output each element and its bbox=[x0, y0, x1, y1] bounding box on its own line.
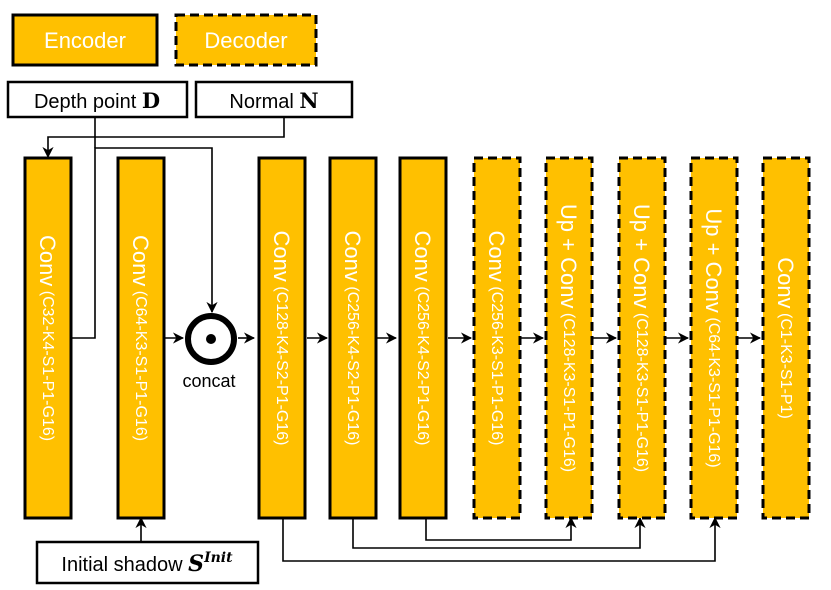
layer-label: Conv (C256-K3-S1-P1-G16) bbox=[485, 231, 510, 446]
legend-encoder-label: Encoder bbox=[44, 28, 126, 53]
layer-params: (C256-K3-S1-P1-G16) bbox=[489, 282, 506, 446]
decoder-block bbox=[761, 156, 811, 520]
encoder-block bbox=[398, 156, 448, 520]
layer-blocks: Conv (C32-K4-S1-P1-G16)Conv (C64-K3-S1-P… bbox=[23, 156, 811, 520]
layer-op: Conv bbox=[129, 235, 154, 286]
layer-params: (C256-K4-S2-P1-G16) bbox=[415, 282, 432, 446]
layer-block-6: Conv (C256-K3-S1-P1-G16) bbox=[472, 156, 522, 520]
layer-op: Up + Conv bbox=[702, 208, 727, 313]
layer-block-9: Up + Conv (C64-K3-S1-P1-G16) bbox=[689, 156, 739, 520]
depth-point-label: Depth point bbox=[34, 91, 142, 113]
legend-decoder-label: Decoder bbox=[204, 28, 287, 53]
layer-params: (C64-K3-S1-P1-G16) bbox=[133, 286, 150, 441]
layer-params: (C128-K3-S1-P1-G16) bbox=[634, 308, 651, 472]
normal-symbol: N bbox=[299, 88, 318, 113]
layer-block-1: Conv (C32-K4-S1-P1-G16) bbox=[23, 156, 73, 520]
encoder-block bbox=[116, 156, 166, 520]
skip-conv4-to-up1-arrow bbox=[425, 516, 577, 541]
legend: Encoder Decoder bbox=[11, 13, 318, 67]
encoder-block bbox=[257, 156, 307, 520]
depth-point-symbol: D bbox=[142, 88, 160, 113]
layer-block-5: Conv (C256-K4-S2-P1-G16) bbox=[398, 156, 448, 520]
layer-params: (C1-K3-S1-P1) bbox=[778, 309, 795, 419]
normal-to-concat-arrow bbox=[94, 117, 285, 148]
layer-params: (C64-K3-S1-P1-G16) bbox=[706, 313, 723, 468]
skip-conv2-to-up3-arrow bbox=[282, 516, 721, 562]
layer-label: Up + Conv (C64-K3-S1-P1-G16) bbox=[702, 208, 727, 467]
legend-decoder-swatch bbox=[174, 13, 318, 67]
layer-op: Conv bbox=[270, 231, 295, 282]
initial-shadow-symbol: S bbox=[188, 551, 204, 577]
input-normal: Normal N bbox=[194, 80, 354, 119]
layer-label: Up + Conv (C128-K3-S1-P1-G16) bbox=[557, 204, 582, 472]
skip-conv3-to-up2-arrow bbox=[352, 516, 646, 549]
layer-block-8: Up + Conv (C128-K3-S1-P1-G16) bbox=[617, 156, 667, 520]
layer-params: (C256-K4-S2-P1-G16) bbox=[345, 282, 362, 446]
layer-op: Conv bbox=[36, 235, 61, 286]
layer-label: Conv (C256-K4-S2-P1-G16) bbox=[341, 231, 366, 446]
decoder-block bbox=[544, 156, 594, 520]
svg-text:Depth point D: Depth point D bbox=[34, 88, 160, 113]
layer-block-4: Conv (C256-K4-S2-P1-G16) bbox=[328, 156, 378, 520]
conv1-to-concat-arrow bbox=[72, 147, 218, 339]
layer-op: Up + Conv bbox=[557, 204, 582, 309]
input-initial-shadow: Initial shadow SInit bbox=[35, 540, 260, 585]
svg-text:Normal N: Normal N bbox=[229, 88, 318, 113]
layer-label: Conv (C1-K3-S1-P1) bbox=[774, 257, 799, 419]
initial-shadow-superscript: Init bbox=[203, 550, 233, 566]
layer-params: (C128-K3-S1-P1-G16) bbox=[561, 308, 578, 472]
encoder-block bbox=[23, 156, 73, 520]
concat-node: concat bbox=[182, 313, 237, 391]
layer-op: Conv bbox=[774, 257, 799, 308]
layer-label: Conv (C256-K4-S2-P1-G16) bbox=[411, 231, 436, 446]
svg-text:Initial shadow SInit: Initial shadow SInit bbox=[61, 550, 233, 577]
layer-block-10: Conv (C1-K3-S1-P1) bbox=[761, 156, 811, 520]
layer-op: Conv bbox=[341, 231, 366, 282]
layer-block-2: Conv (C64-K3-S1-P1-G16) bbox=[116, 156, 166, 520]
initial-shadow-label: Initial shadow bbox=[61, 554, 188, 576]
layer-op: Up + Conv bbox=[630, 204, 655, 309]
layer-label: Conv (C32-K4-S1-P1-G16) bbox=[36, 235, 61, 441]
layer-op: Conv bbox=[411, 231, 436, 282]
input-depth-point: Depth point D bbox=[6, 80, 189, 119]
layer-params: (C128-K4-S2-P1-G16) bbox=[274, 282, 291, 446]
legend-encoder-swatch bbox=[11, 13, 159, 67]
encoder-block bbox=[328, 156, 378, 520]
layer-block-7: Up + Conv (C128-K3-S1-P1-G16) bbox=[544, 156, 594, 520]
normal-label: Normal bbox=[229, 91, 299, 113]
concat-label: concat bbox=[182, 371, 235, 391]
layer-label: Conv (C128-K4-S2-P1-G16) bbox=[270, 231, 295, 446]
layer-op: Conv bbox=[485, 231, 510, 282]
decoder-block bbox=[617, 156, 667, 520]
layer-label: Conv (C64-K3-S1-P1-G16) bbox=[129, 235, 154, 441]
layer-label: Up + Conv (C128-K3-S1-P1-G16) bbox=[630, 204, 655, 472]
decoder-block bbox=[689, 156, 739, 520]
depth-to-conv1-arrow bbox=[42, 117, 96, 159]
layer-params: (C32-K4-S1-P1-G16) bbox=[40, 286, 57, 441]
layer-block-3: Conv (C128-K4-S2-P1-G16) bbox=[257, 156, 307, 520]
decoder-block bbox=[472, 156, 522, 520]
connectors bbox=[42, 117, 762, 562]
